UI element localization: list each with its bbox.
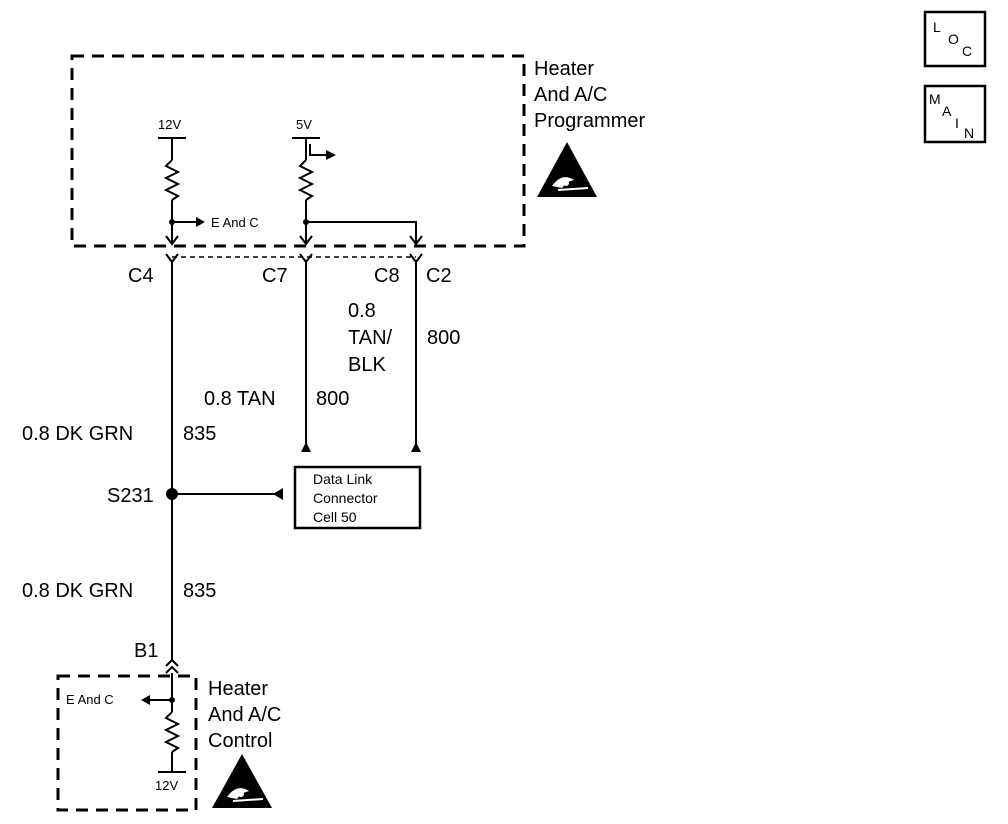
control-12v-label: 12V bbox=[155, 778, 178, 793]
control-title-line-3: Control bbox=[208, 730, 272, 752]
data-link-box bbox=[293, 465, 422, 530]
splice-arrow-icon bbox=[273, 488, 283, 500]
connector-c8-label: C8 bbox=[374, 265, 400, 287]
control-e-and-c-arrow-icon bbox=[141, 695, 150, 705]
control-module: Heater And A/C Control E And C 12V bbox=[56, 673, 281, 812]
wire-835-upper-color: 0.8 DK GRN bbox=[22, 423, 133, 445]
main-letter-a: A bbox=[942, 103, 952, 119]
programmer-title-line-1: Heater bbox=[534, 58, 594, 80]
loc-letter-o: O bbox=[948, 31, 959, 47]
connector-c4-pin bbox=[165, 253, 179, 264]
programmer-e-and-c-label: E And C bbox=[211, 215, 259, 230]
programmer-12v-circuit: 12V E And C bbox=[158, 117, 259, 246]
5v-arrow-icon bbox=[326, 150, 336, 160]
connector-b1-label: B1 bbox=[134, 640, 158, 662]
loc-letter-c: C bbox=[962, 43, 972, 59]
wire-835-lower-color: 0.8 DK GRN bbox=[22, 580, 133, 602]
connector-c2-label: C2 bbox=[426, 265, 452, 287]
esd-warning-icon bbox=[537, 142, 597, 197]
wire-835-upper-circuit: 835 bbox=[183, 423, 216, 445]
data-link-line-1: Data Link bbox=[313, 471, 373, 487]
programmer-title-line-3: Programmer bbox=[534, 110, 645, 132]
wire-tan-blk-line-3: BLK bbox=[348, 354, 386, 376]
programmer-title-line-2: And A/C bbox=[534, 84, 607, 106]
control-title-line-2: And A/C bbox=[208, 704, 281, 726]
connector-c4-label: C4 bbox=[128, 265, 154, 287]
control-title-line-1: Heater bbox=[208, 678, 268, 700]
splice-label: S231 bbox=[107, 485, 154, 507]
wire-tan-blk-circuit: 800 bbox=[427, 327, 460, 349]
wire-tan-circuit: 800 bbox=[316, 388, 349, 410]
wire-tan-color: 0.8 TAN bbox=[204, 388, 276, 410]
main-letter-m: M bbox=[929, 91, 941, 107]
connector-b1-pin bbox=[165, 658, 179, 667]
connector-c7-label: C7 bbox=[262, 265, 288, 287]
programmer-5v-circuit: 5V bbox=[292, 117, 423, 246]
wire-tan-blk-line-1: 0.8 bbox=[348, 300, 376, 322]
tan-wire-arrow-icon bbox=[301, 442, 311, 452]
connector-c7-pin bbox=[299, 253, 313, 264]
control-e-and-c-label: E And C bbox=[66, 692, 114, 707]
wire-tan-blk-line-2: TAN/ bbox=[348, 327, 393, 349]
data-link-line-2: Connector bbox=[313, 490, 378, 506]
wire-835-lower-circuit: 835 bbox=[183, 580, 216, 602]
programmer-connectors: C4 C7 C8 C2 bbox=[128, 253, 452, 287]
main-letter-i: I bbox=[955, 115, 959, 131]
programmer-12v-label: 12V bbox=[158, 117, 181, 132]
data-link-line-3: Cell 50 bbox=[313, 509, 357, 525]
loc-button[interactable]: L O C bbox=[923, 10, 987, 68]
main-button[interactable]: M A I N bbox=[923, 84, 987, 144]
data-link-connector: Data Link Connector Cell 50 bbox=[293, 465, 422, 530]
main-letter-n: N bbox=[964, 125, 974, 141]
tan-blk-wire-arrow-icon bbox=[411, 442, 421, 452]
control-esd-warning-icon bbox=[212, 754, 272, 808]
e-and-c-arrow-icon bbox=[196, 217, 205, 227]
splice-s231: S231 bbox=[107, 485, 283, 507]
connector-c8-c2-pin bbox=[409, 253, 423, 264]
control-boundary bbox=[56, 674, 198, 812]
programmer-boundary bbox=[70, 54, 526, 248]
programmer-module: Heater And A/C Programmer 12V E And C 5V bbox=[70, 54, 645, 248]
loc-letter-l: L bbox=[933, 19, 941, 35]
programmer-5v-label: 5V bbox=[296, 117, 312, 132]
